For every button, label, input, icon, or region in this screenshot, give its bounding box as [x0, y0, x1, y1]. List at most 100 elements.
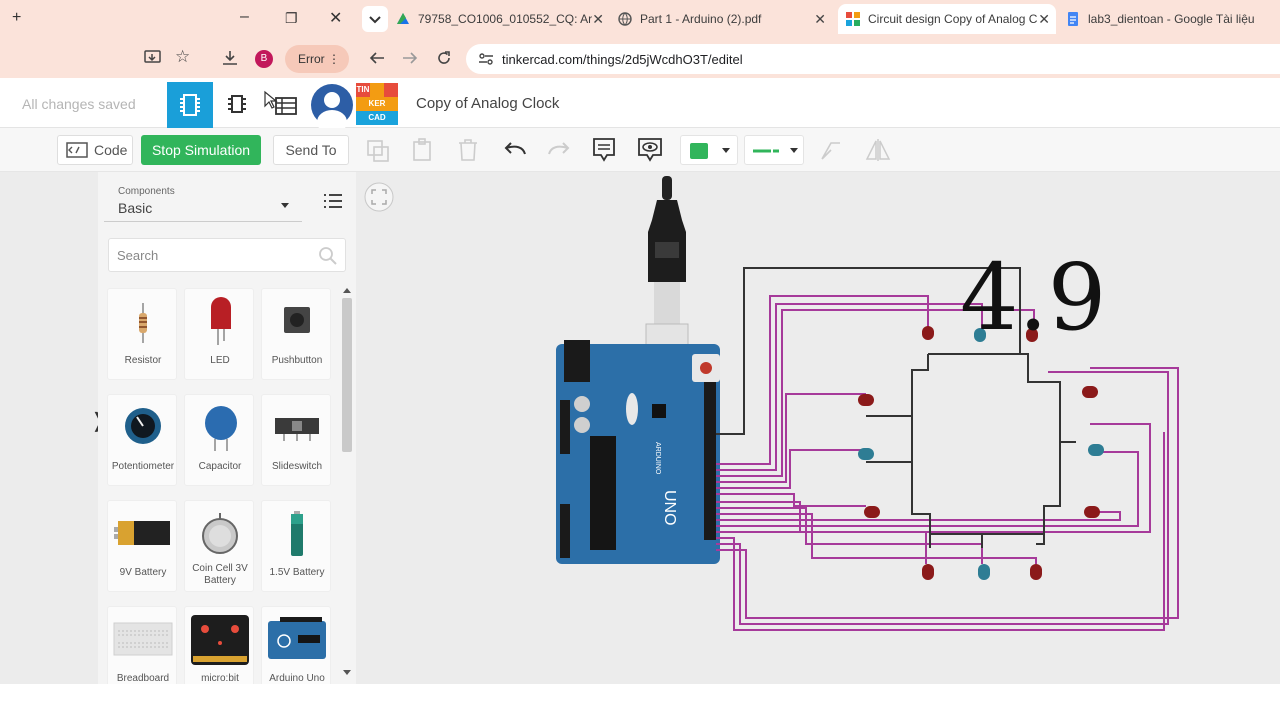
- fit-view-icon[interactable]: [364, 182, 394, 212]
- back-arrow-icon[interactable]: [369, 51, 385, 65]
- undo-icon[interactable]: [503, 140, 527, 158]
- component-breadboard[interactable]: Breadboard: [107, 606, 177, 698]
- scroll-down-icon[interactable]: [343, 670, 351, 676]
- component-list-icon[interactable]: [262, 90, 298, 118]
- bookmark-star-icon[interactable]: ☆: [175, 47, 191, 66]
- tab-label: Part 1 - Arduino (2).pdf: [640, 12, 762, 26]
- trash-icon[interactable]: [457, 138, 479, 162]
- tab-search-button[interactable]: [362, 6, 388, 32]
- components-value: Basic: [118, 200, 153, 216]
- address-bar[interactable]: tinkercad.com/things/2d5jWcdhO3T/editel: [466, 44, 1280, 74]
- logo-letter-cad: CAD: [356, 111, 398, 125]
- tab-pdf[interactable]: Part 1 - Arduino (2).pdf ✕: [618, 4, 832, 34]
- wire-type-picker[interactable]: [744, 135, 804, 165]
- note-icon[interactable]: [592, 137, 616, 163]
- panel-scrollbar[interactable]: [342, 298, 352, 452]
- component-led[interactable]: LED: [184, 288, 254, 380]
- component-capacitor[interactable]: Capacitor: [184, 394, 254, 486]
- components-panel: Components Basic Search Resistor LED Pus…: [98, 172, 356, 698]
- led-red[interactable]: [1026, 328, 1038, 342]
- led-red[interactable]: [1082, 386, 1098, 398]
- wire-line-icon: [753, 149, 779, 153]
- download-icon[interactable]: [221, 50, 239, 66]
- flip-icon[interactable]: [865, 137, 893, 163]
- logo-letter-ker: KER: [356, 97, 398, 111]
- led-red[interactable]: [922, 326, 934, 340]
- component-label: Arduino Uno: [269, 673, 325, 684]
- schematic-view-icon[interactable]: [226, 93, 248, 115]
- component-label: 1.5V Battery: [269, 567, 325, 578]
- tab-drive[interactable]: 79758_CO1006_010552_CQ: Ar ✕: [396, 4, 610, 34]
- led-icon: [211, 297, 231, 345]
- close-icon[interactable]: ✕: [814, 10, 826, 27]
- send-to-button[interactable]: Send To: [273, 135, 349, 165]
- tab-label: 79758_CO1006_010552_CQ: Ar: [418, 12, 593, 26]
- install-app-icon[interactable]: [144, 50, 162, 66]
- minimize-button[interactable]: –: [240, 8, 249, 25]
- profile-avatar[interactable]: B: [255, 50, 273, 68]
- component-label: Potentiometer: [111, 461, 175, 472]
- circuit-diagram[interactable]: UNO ARDUINO: [360, 172, 1280, 684]
- led-red[interactable]: [864, 506, 880, 518]
- digital-header: [704, 362, 716, 540]
- component-arduino-uno[interactable]: Arduino Uno: [261, 606, 331, 698]
- component-label: Coin Cell 3V Battery: [192, 563, 248, 586]
- close-icon[interactable]: ✕: [592, 10, 604, 27]
- wire-color-picker[interactable]: [680, 135, 738, 165]
- search-input[interactable]: Search: [108, 238, 346, 272]
- scroll-up-icon[interactable]: [343, 287, 351, 293]
- paste-icon[interactable]: [411, 138, 435, 162]
- circuit-view-button[interactable]: [167, 82, 213, 128]
- led-blue[interactable]: [978, 564, 990, 580]
- chevron-down-icon: [790, 148, 798, 153]
- forward-arrow-icon[interactable]: [402, 51, 418, 65]
- component-potentiometer[interactable]: Potentiometer: [107, 394, 177, 486]
- close-window-button[interactable]: ✕: [329, 10, 343, 27]
- board-brand-label: ARDUINO: [654, 442, 661, 475]
- led-blue[interactable]: [1088, 444, 1104, 456]
- site-info-icon[interactable]: [478, 52, 494, 66]
- component-1-5v-battery[interactable]: 1.5V Battery: [261, 500, 331, 592]
- resistor-icon: [139, 303, 147, 343]
- restore-button[interactable]: ❐: [285, 10, 298, 26]
- led-red[interactable]: [1084, 506, 1100, 518]
- tinkercad-logo[interactable]: TIN KER CAD: [356, 83, 398, 125]
- component-pushbutton[interactable]: Pushbutton: [261, 288, 331, 380]
- reload-icon[interactable]: [436, 50, 452, 66]
- tab-label: Circuit design Copy of Analog C: [868, 12, 1038, 26]
- component-coin-cell[interactable]: Coin Cell 3V Battery: [184, 500, 254, 592]
- component-label: micro:bit: [201, 673, 239, 684]
- component-9v-battery[interactable]: 9V Battery: [107, 500, 177, 592]
- component-slideswitch[interactable]: Slideswitch: [261, 394, 331, 486]
- new-tab-button[interactable]: +: [12, 9, 22, 26]
- breadboard-icon: [113, 622, 173, 656]
- list-view-icon[interactable]: [324, 194, 342, 208]
- chevron-down-icon: [369, 16, 381, 24]
- design-title[interactable]: Copy of Analog Clock: [416, 95, 560, 112]
- copy-icon[interactable]: [366, 139, 390, 163]
- components-dropdown[interactable]: Components Basic: [104, 180, 302, 222]
- tab-tinkercad[interactable]: Circuit design Copy of Analog C ✕: [838, 4, 1056, 34]
- arduino-uno-board[interactable]: UNO ARDUINO: [556, 340, 720, 564]
- led-blue[interactable]: [858, 448, 874, 460]
- globe-icon: [618, 12, 632, 26]
- stop-simulation-button[interactable]: Stop Simulation: [141, 135, 261, 165]
- redo-icon[interactable]: [547, 140, 571, 158]
- led-red[interactable]: [858, 394, 874, 406]
- component-resistor[interactable]: Resistor: [107, 288, 177, 380]
- led-blue[interactable]: [974, 328, 986, 342]
- led-red[interactable]: [922, 564, 934, 580]
- tab-google-docs[interactable]: lab3_dientoan - Google Tài liệu: [1066, 4, 1280, 34]
- notes-toggle-icon[interactable]: [637, 137, 663, 163]
- rotate-icon[interactable]: [819, 139, 843, 163]
- code-button[interactable]: Code: [57, 135, 133, 165]
- led-red[interactable]: [1030, 564, 1042, 580]
- logo-block: [370, 83, 384, 97]
- error-button[interactable]: Error⋮: [285, 45, 349, 73]
- close-icon[interactable]: ✕: [1038, 10, 1050, 27]
- component-label: LED: [210, 355, 230, 366]
- component-label: Resistor: [124, 355, 162, 366]
- magenta-wires: [716, 295, 1179, 631]
- component-label: Capacitor: [198, 461, 242, 472]
- user-avatar[interactable]: [311, 84, 353, 134]
